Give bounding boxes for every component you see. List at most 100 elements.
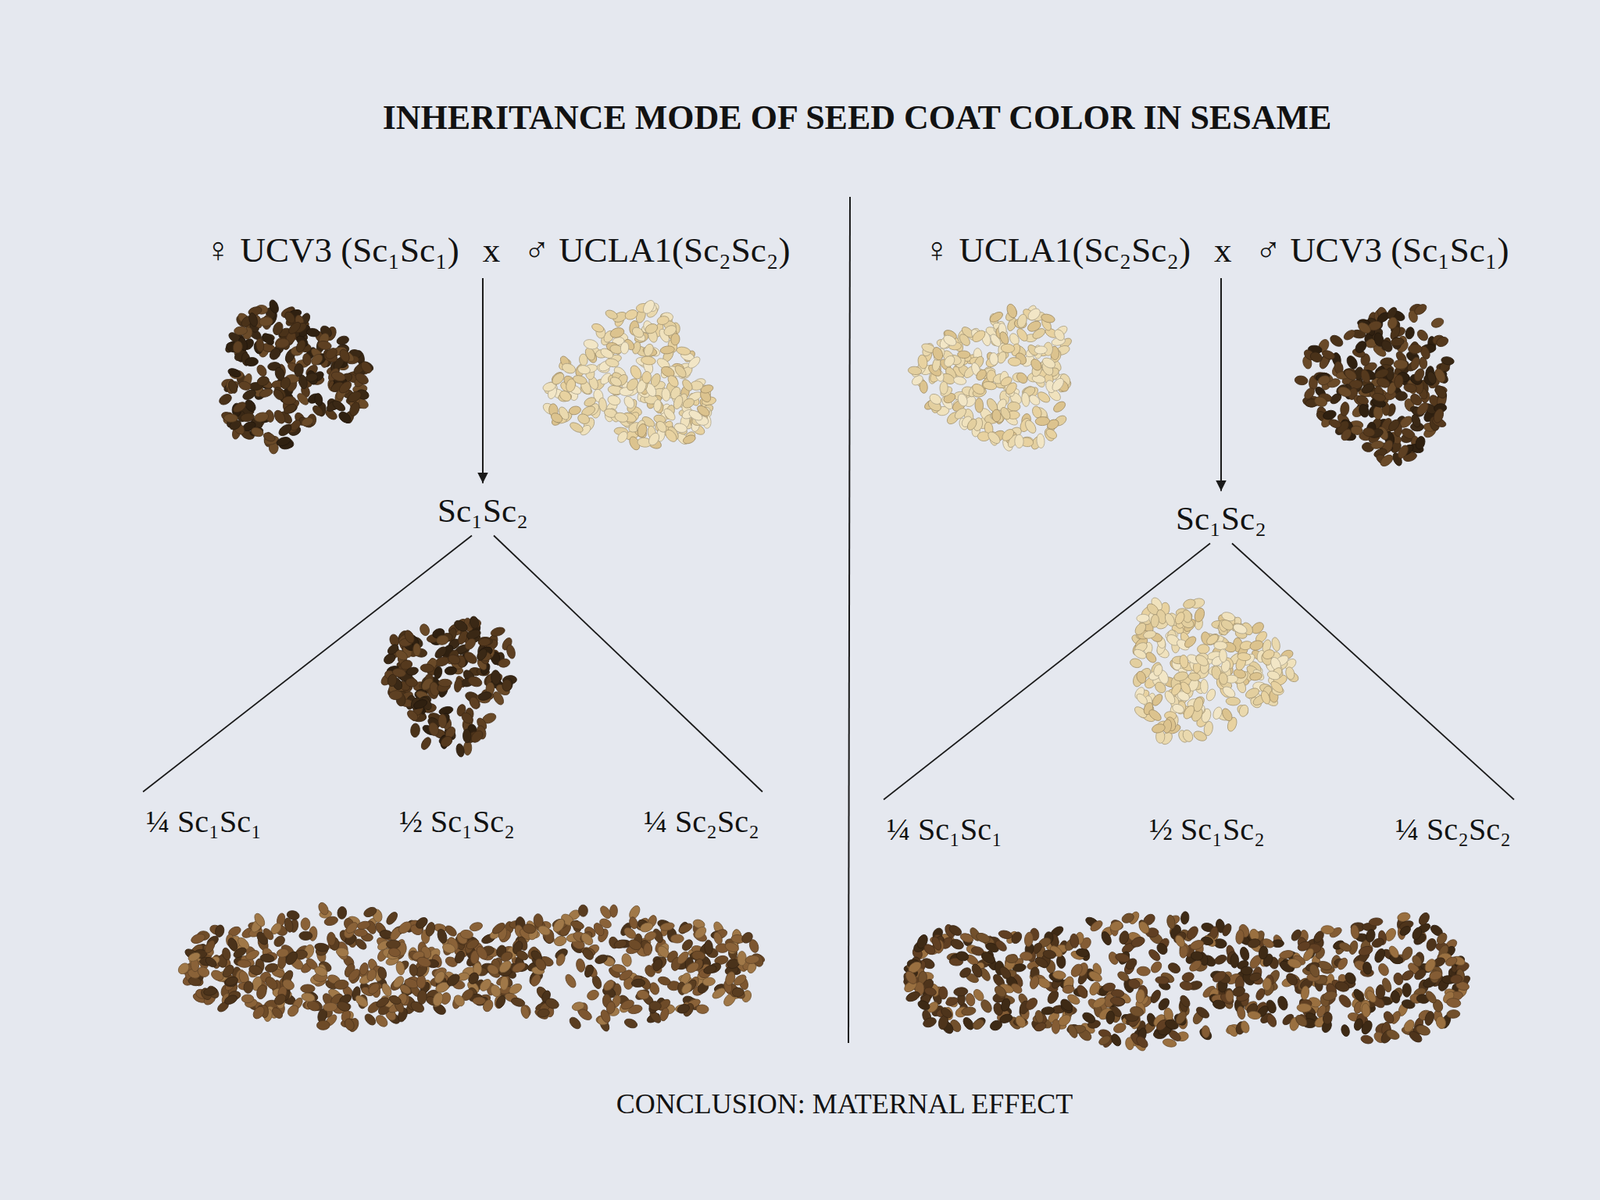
sesame-seed	[533, 1007, 550, 1021]
sesame-seed	[988, 310, 1005, 325]
sesame-seed	[231, 400, 248, 415]
sesame-seed	[609, 325, 626, 340]
sesame-seed	[356, 920, 372, 931]
sesame-seed	[571, 374, 588, 386]
sesame-seed	[641, 371, 652, 384]
sesame-seed	[264, 962, 279, 974]
sesame-seed	[965, 417, 979, 432]
sesame-seed	[1231, 621, 1248, 636]
sesame-seed	[702, 977, 716, 987]
sesame-seed	[485, 962, 500, 977]
sesame-seed	[601, 978, 616, 993]
sesame-seed	[259, 953, 275, 963]
sesame-seed	[1000, 343, 1015, 354]
sesame-seed	[619, 998, 636, 1012]
sesame-seed	[444, 665, 458, 675]
sesame-seed	[408, 963, 418, 977]
sesame-seed	[405, 666, 419, 677]
sesame-seed	[662, 323, 679, 338]
sesame-seed	[550, 917, 567, 935]
sesame-seed	[1182, 597, 1197, 611]
sesame-seed	[578, 931, 595, 948]
sesame-seed	[446, 653, 462, 666]
sesame-seed	[238, 379, 253, 392]
sesame-seed	[412, 697, 429, 711]
sesame-seed	[374, 1013, 390, 1029]
sesame-seed	[414, 915, 430, 931]
sesame-seed	[505, 643, 517, 660]
sesame-seed	[420, 663, 435, 673]
sesame-seed	[455, 742, 466, 758]
sesame-seed	[998, 330, 1011, 346]
sesame-seed	[286, 320, 303, 336]
sesame-seed	[533, 956, 549, 972]
sesame-seed	[1163, 689, 1178, 706]
sesame-seed	[316, 900, 330, 917]
sesame-seed	[217, 392, 234, 408]
sesame-seed	[250, 1004, 267, 1022]
sesame-seed	[543, 996, 561, 1011]
sesame-seed	[724, 970, 737, 987]
sesame-seed	[615, 429, 630, 445]
sesame-seed	[514, 948, 530, 962]
sesame-seed	[432, 644, 449, 660]
sesame-seed	[1015, 313, 1029, 329]
sesame-seed	[1225, 696, 1241, 706]
sesame-seed	[432, 969, 447, 986]
sesame-seed	[396, 919, 414, 936]
sesame-seed	[661, 407, 677, 423]
sesame-seed	[1344, 353, 1359, 371]
sesame-seed	[675, 1003, 691, 1015]
sesame-seed	[1393, 359, 1408, 369]
sesame-seed	[956, 392, 969, 408]
sesame-seed	[583, 963, 600, 980]
sesame-seed	[244, 948, 261, 962]
sesame-seed	[989, 352, 999, 366]
sesame-seed	[598, 903, 614, 920]
sesame-seed	[1268, 679, 1285, 696]
sesame-seed	[225, 379, 240, 397]
sesame-seed	[942, 353, 958, 369]
sesame-seed	[494, 994, 508, 1010]
sesame-seed	[244, 357, 259, 367]
sesame-seed	[466, 971, 481, 986]
sesame-seed	[221, 946, 232, 961]
sesame-seed	[279, 375, 293, 390]
sesame-seed	[1192, 607, 1206, 624]
sesame-seed	[358, 359, 374, 375]
sesame-seed	[353, 992, 370, 1009]
sesame-seed	[1144, 650, 1159, 665]
sesame-seed	[553, 934, 568, 947]
sesame-seed	[438, 714, 448, 729]
sesame-seed	[253, 410, 269, 424]
sesame-seed	[620, 341, 630, 354]
sesame-seed	[550, 371, 566, 387]
sesame-seed	[500, 975, 510, 991]
sesame-seed	[389, 689, 404, 700]
sesame-seed	[300, 984, 315, 993]
sesame-seed	[1375, 376, 1392, 390]
sesame-seed	[1440, 355, 1455, 366]
sesame-seed	[313, 964, 329, 979]
sesame-seed	[985, 429, 1003, 446]
sesame-seed	[907, 365, 922, 375]
sesame-seed	[365, 967, 379, 983]
sesame-seed	[681, 396, 697, 411]
sesame-seed	[610, 963, 627, 974]
sesame-seed	[680, 377, 695, 393]
sesame-seed	[226, 367, 242, 379]
sesame-seed	[627, 937, 643, 952]
sesame-seed	[744, 954, 760, 965]
sesame-seed	[631, 978, 646, 988]
sesame-seed	[176, 960, 192, 976]
sesame-seed	[477, 690, 493, 702]
sesame-seed	[214, 924, 225, 939]
sesame-seed	[1435, 335, 1450, 349]
sesame-seed	[314, 392, 324, 407]
sesame-seed	[992, 409, 1002, 422]
sesame-seed	[445, 971, 462, 989]
sesame-seed	[441, 942, 458, 955]
sesame-seed	[1360, 382, 1376, 396]
sesame-seed	[590, 321, 605, 334]
sesame-seed	[606, 393, 622, 407]
